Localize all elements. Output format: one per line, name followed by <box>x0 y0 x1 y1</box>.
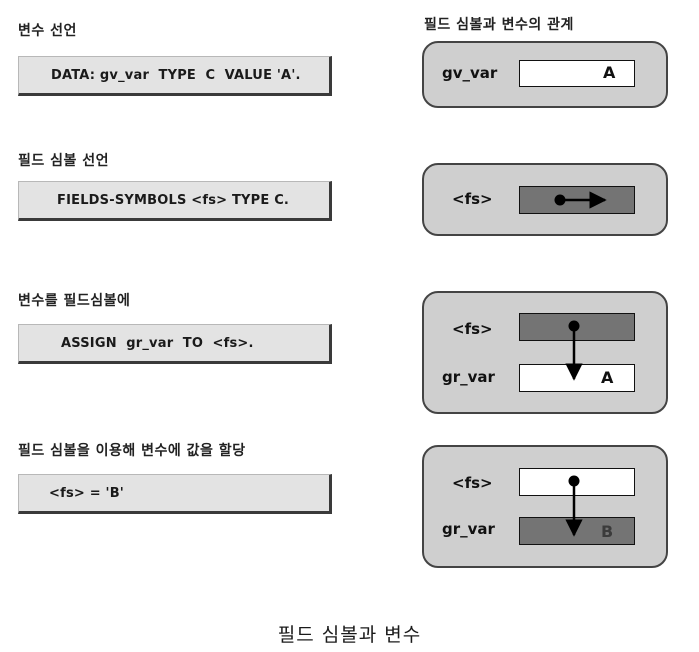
panel3-var-value: A <box>601 368 614 387</box>
step1-code-box: DATA: gv_var TYPE C VALUE 'A'. <box>18 56 332 96</box>
step1-label: 변수 선언 <box>18 23 77 39</box>
panel-step4 <box>422 445 668 568</box>
relation-title: 필드 심볼과 변수의 관계 <box>424 17 574 33</box>
panel3-var-label: gr_var <box>442 368 495 386</box>
panel1-var-value: A <box>603 63 616 82</box>
step2-code-box: FIELDS-SYMBOLS <fs> TYPE C. <box>18 181 332 221</box>
panel4-var-cell <box>519 517 635 545</box>
step2-label: 필드 심볼 선언 <box>18 153 110 169</box>
step1-code: DATA: gv_var TYPE C VALUE 'A'. <box>51 67 301 83</box>
panel2-fs-cell <box>519 186 635 214</box>
panel3-fs-cell <box>519 313 635 341</box>
panel4-fs-cell <box>519 468 635 496</box>
panel1-var-cell <box>519 60 635 87</box>
panel4-var-value: B <box>601 522 614 541</box>
panel4-var-label: gr_var <box>442 520 495 538</box>
panel1-var-label: gv_var <box>442 64 498 82</box>
panel-step3 <box>422 291 668 414</box>
step3-label: 변수를 필드심볼에 <box>18 293 131 309</box>
panel3-fs-label: <fs> <box>452 320 493 338</box>
step3-code-box: ASSIGN gr_var TO <fs>. <box>18 324 332 364</box>
panel2-fs-label: <fs> <box>452 190 493 208</box>
figure-caption: 필드 심볼과 변수 <box>277 624 422 646</box>
step4-code-box: <fs> = 'B' <box>18 474 332 514</box>
panel4-fs-label: <fs> <box>452 474 493 492</box>
step4-code: <fs> = 'B' <box>49 485 124 501</box>
step4-label: 필드 심볼을 이용해 변수에 값을 할당 <box>18 443 246 459</box>
step2-code: FIELDS-SYMBOLS <fs> TYPE C. <box>57 192 290 208</box>
step3-code: ASSIGN gr_var TO <fs>. <box>61 335 254 351</box>
panel3-var-cell <box>519 364 635 392</box>
